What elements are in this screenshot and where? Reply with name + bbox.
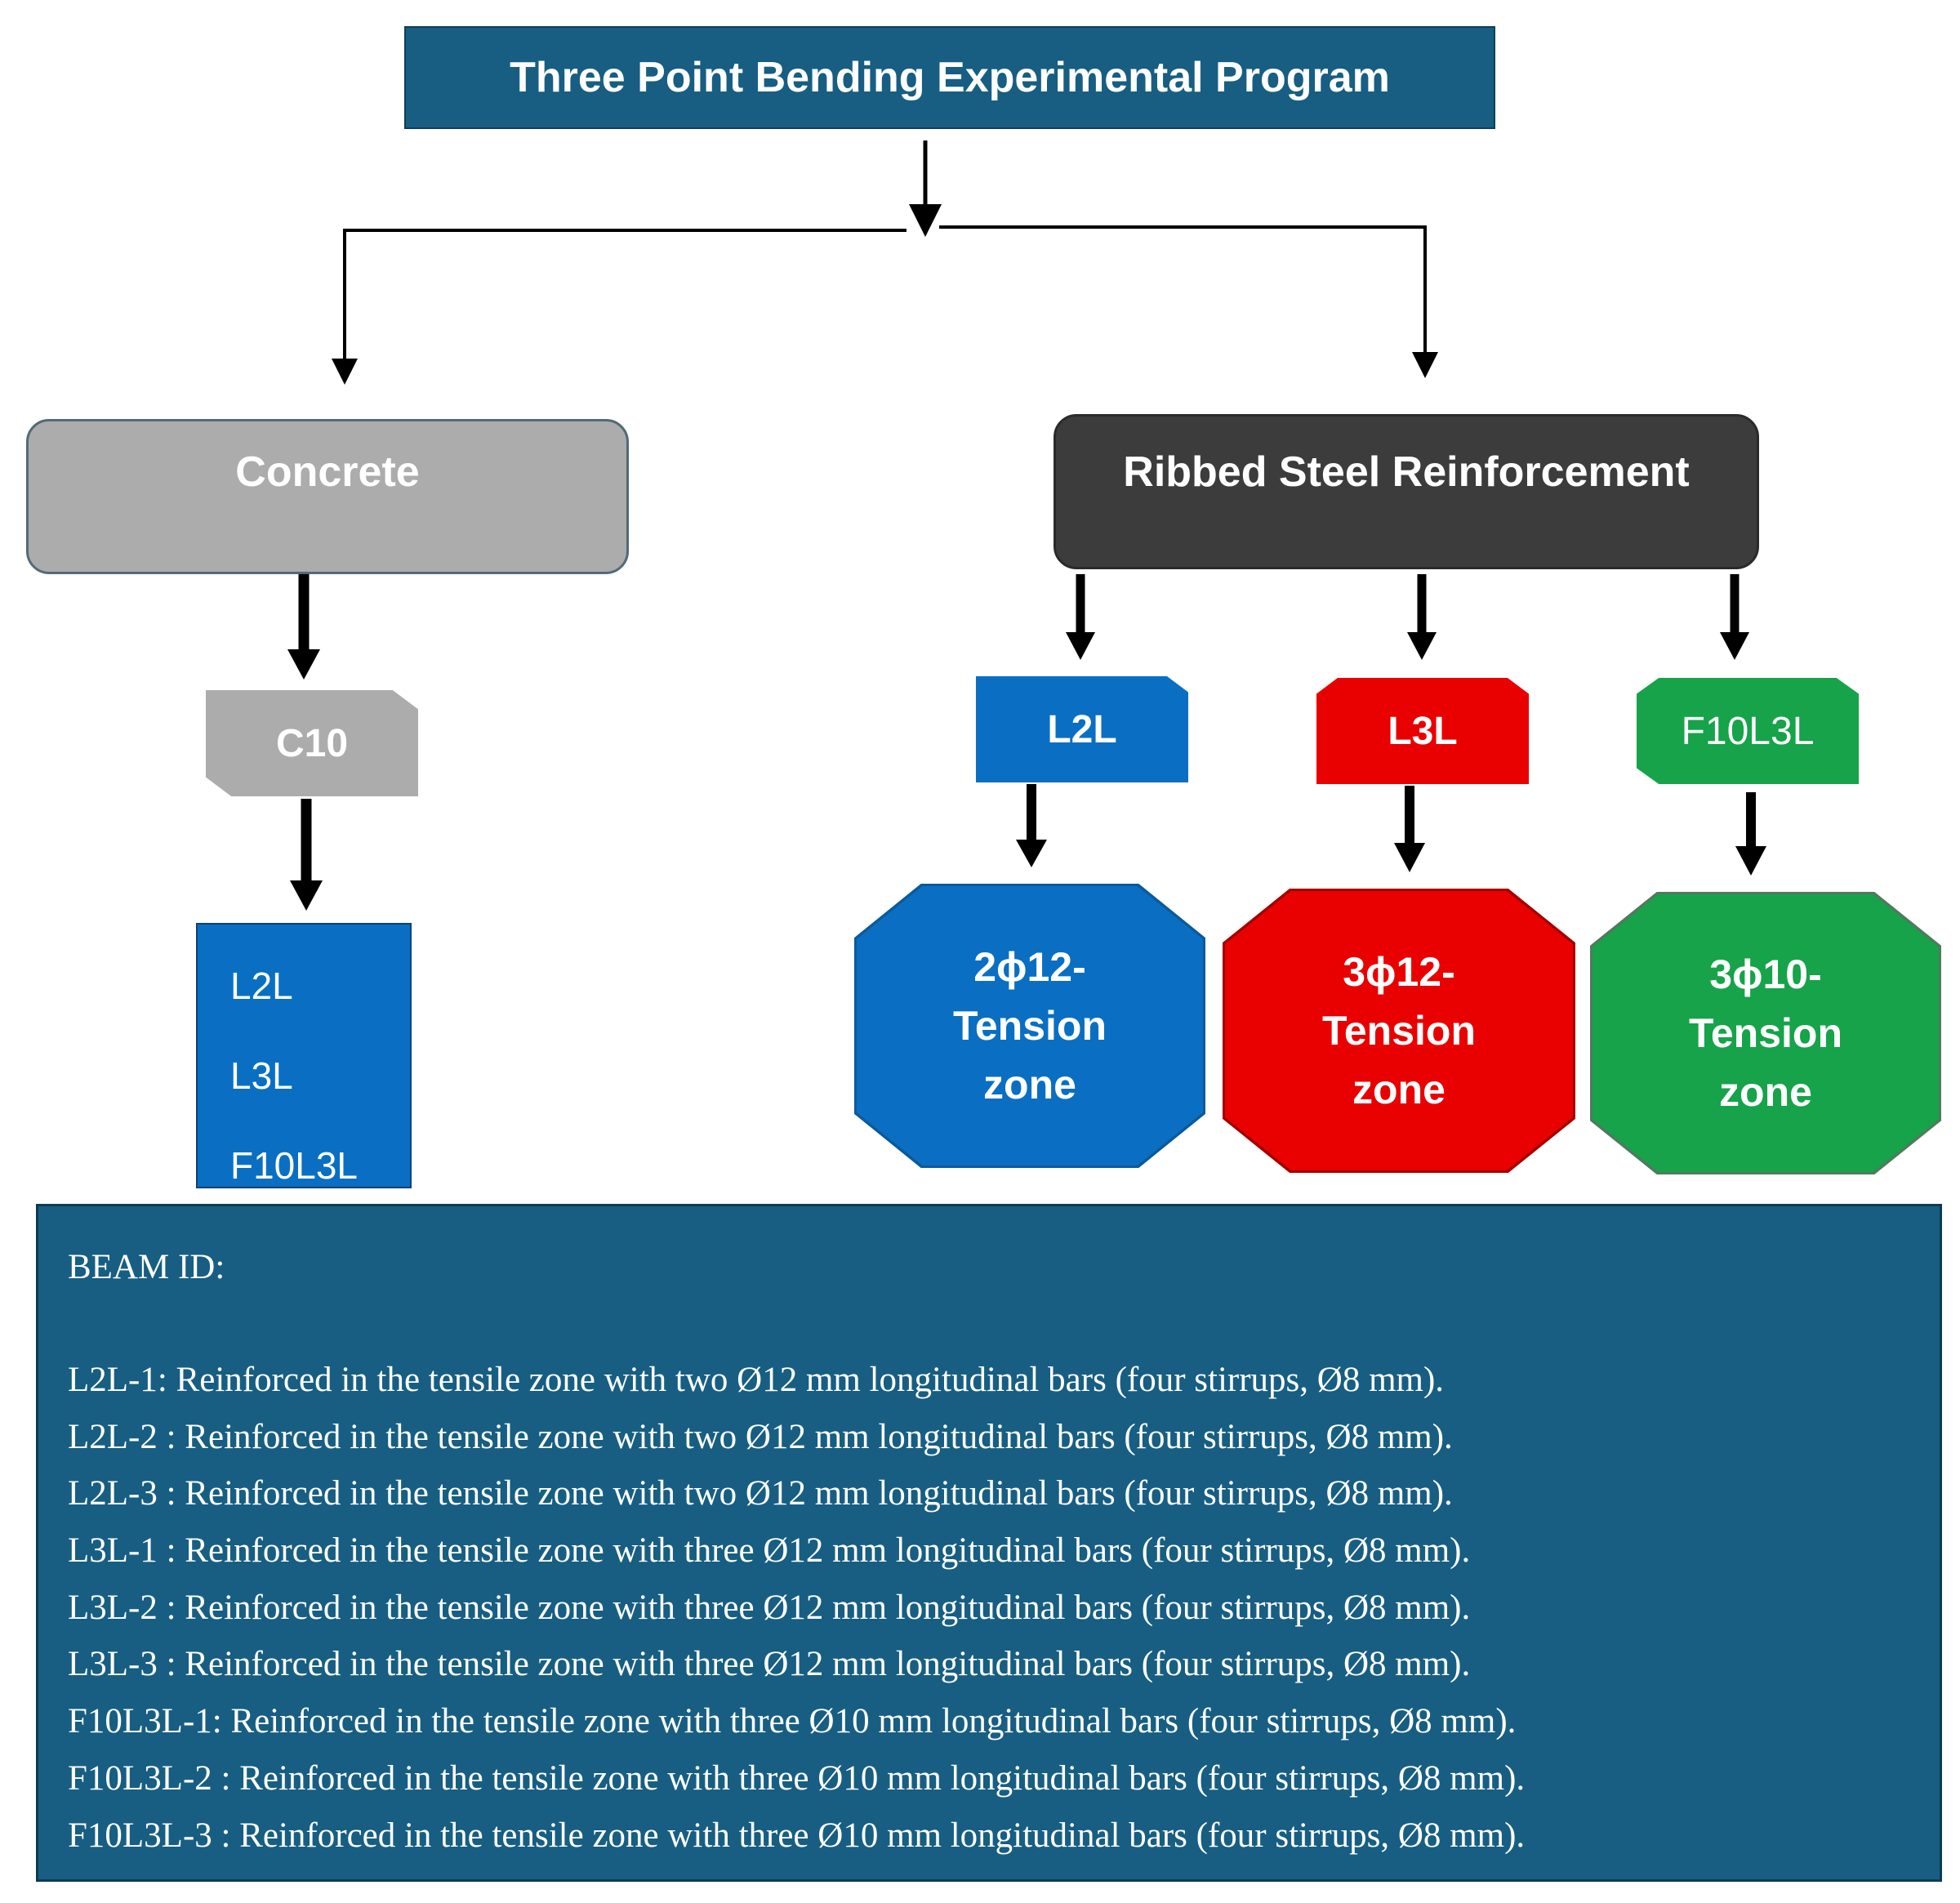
arrow-c10-list-head [290,880,323,911]
beam-id-line: L2L-2 : Reinforced in the tensile zone w… [68,1417,1453,1456]
connector-split-right [939,225,1438,378]
detail-line: 3ϕ12- [1343,949,1455,995]
beam-id-line: L2L-1: Reinforced in the tensile zone wi… [68,1361,1445,1399]
detail-line: Tension [953,1003,1107,1049]
l2l-tag: L2L [976,676,1188,782]
beam-id-line: L3L-2 : Reinforced in the tensile zone w… [68,1588,1471,1627]
f10l3l-detail-node: 3ϕ10- Tension zone [1592,894,1939,1172]
arrow-concrete-c10-head [287,649,320,680]
arrow-l2l-detail-head [1016,840,1047,867]
beam-id-line: L3L-3 : Reinforced in the tensile zone w… [68,1645,1471,1684]
detail-line: Tension [1322,1008,1476,1054]
concrete-beam-item: L2L [230,965,293,1007]
concrete-beam-list: L2L L3L F10L3L [196,923,412,1188]
l2l-detail-node: 2ϕ12- Tension zone [857,886,1203,1165]
concrete-beam-item: L3L [230,1054,293,1097]
l3l-detail-node: 3ϕ12- Tension zone [1225,891,1573,1170]
arrow-steel-l3l-head [1407,632,1437,660]
detail-line: 3ϕ10- [1709,952,1822,997]
diagram-title: Three Point Bending Experimental Program [404,26,1495,129]
arrow-f10-detail-head [1735,846,1766,876]
detail-line: Tension [1689,1010,1842,1056]
f10l3l-tag: F10L3L [1637,678,1859,784]
beam-id-line: F10L3L-1: Reinforced in the tensile zone… [68,1702,1517,1741]
arrow-steel-f10-head [1720,632,1749,660]
connector-split-left [332,229,906,385]
beam-id-heading: BEAM ID: [68,1248,225,1286]
detail-line: 2ϕ12- [973,944,1086,990]
detail-line: zone [1719,1069,1812,1115]
beam-id-line: L2L-3 : Reinforced in the tensile zone w… [68,1474,1453,1513]
beam-id-line: F10L3L-3 : Reinforced in the tensile zon… [68,1816,1526,1855]
concrete-node: Concrete [26,419,629,574]
beam-id-spacer [68,1296,1940,1352]
beam-id-line: F10L3L-2 : Reinforced in the tensile zon… [68,1758,1526,1798]
arrow-steel-l2l-head [1066,632,1095,660]
arrow-l3l-detail-head [1394,843,1425,872]
beam-id-panel: BEAM ID: L2L-1: Reinforced in the tensil… [36,1204,1942,1882]
concrete-beam-item: F10L3L [230,1144,359,1187]
l3l-tag: L3L [1316,678,1529,784]
steel-reinforcement-node: Ribbed Steel Reinforcement [1054,414,1759,569]
detail-line: zone [983,1062,1076,1107]
c10-tag: C10 [206,690,418,796]
beam-id-line: L3L-1 : Reinforced in the tensile zone w… [68,1531,1471,1571]
detail-line: zone [1352,1067,1446,1112]
